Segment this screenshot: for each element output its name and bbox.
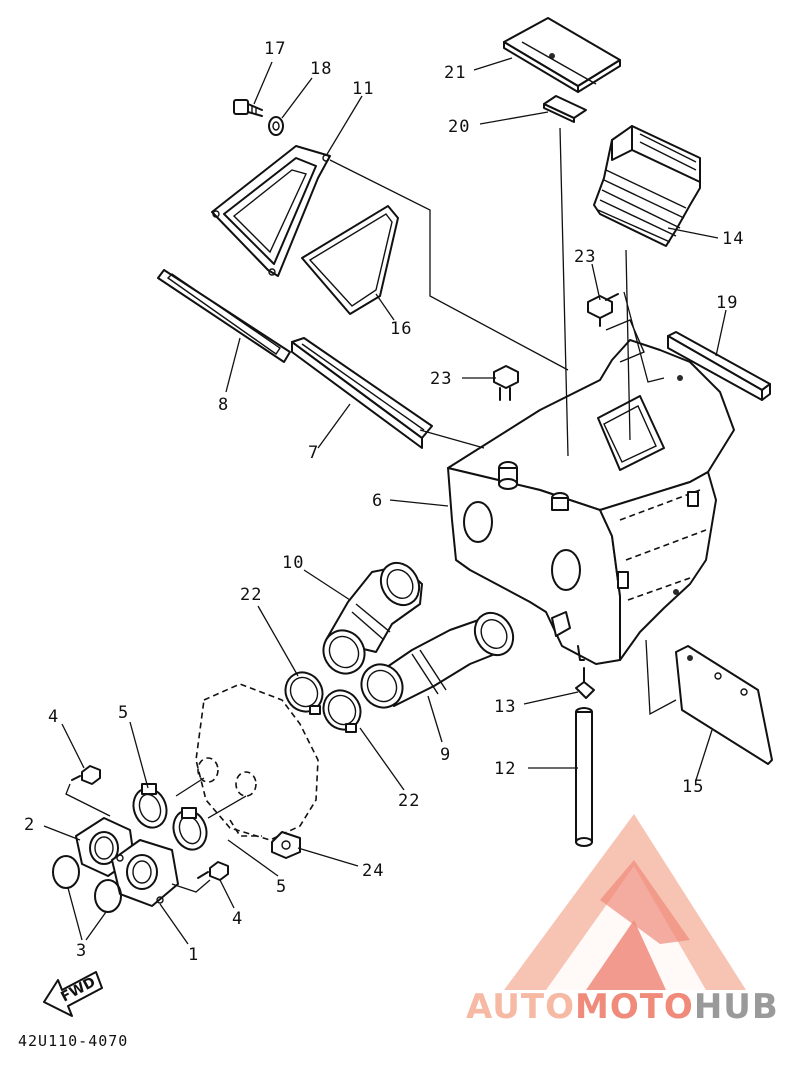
callout-1: 1 [188, 945, 199, 965]
part-20-pad [543, 95, 587, 123]
watermark-text: AUTOMOTOHUB [466, 987, 779, 1027]
part-11-filter-guide [211, 145, 331, 277]
part-17-bolt [233, 99, 263, 117]
watermark-moto: MOTO [575, 987, 694, 1027]
assembly-lines [65, 127, 677, 893]
callout-22-left: 22 [240, 585, 262, 605]
callout-5-lower: 5 [276, 877, 287, 897]
callout-13: 13 [494, 697, 516, 717]
callout-4-lower: 4 [232, 909, 243, 929]
part-5-clamp-lower [172, 807, 208, 851]
callout-21: 21 [444, 63, 466, 83]
callout-labels: 17 18 11 21 20 14 23 19 16 8 23 7 6 10 2… [24, 39, 744, 965]
callout-18: 18 [310, 59, 332, 79]
fwd-arrow: FWD [43, 971, 103, 1017]
watermark-logo: AUTOMOTOHUB [466, 814, 779, 1027]
carburetor-outline [195, 683, 319, 841]
callout-20: 20 [448, 117, 470, 137]
part-4-bolt-lower [197, 861, 229, 881]
callout-2: 2 [24, 815, 35, 835]
part-22-clamp-left [284, 671, 324, 715]
callout-9: 9 [440, 745, 451, 765]
part-10-joint [322, 561, 423, 675]
callout-5-upper: 5 [118, 703, 129, 723]
part-24-clip [271, 831, 301, 859]
callout-15: 15 [682, 777, 704, 797]
part-23-bolt-lower [493, 365, 519, 401]
part-5-clamp-upper [132, 783, 168, 829]
part-6-airbox [447, 319, 735, 665]
part-3-o-rings [52, 855, 122, 913]
part-12-drain-hose [575, 707, 593, 847]
watermark-auto: AUTO [466, 987, 575, 1027]
part-16-seal [301, 205, 399, 315]
callout-6: 6 [372, 491, 383, 511]
part-code: 42U110-4070 [18, 1032, 128, 1050]
callout-19: 19 [716, 293, 738, 313]
callout-24: 24 [362, 861, 384, 881]
part-13-clip [575, 667, 595, 699]
callout-11: 11 [352, 79, 374, 99]
part-14-intake-duct [593, 125, 701, 247]
callout-8: 8 [218, 395, 229, 415]
callout-17: 17 [264, 39, 286, 59]
callout-10: 10 [282, 553, 304, 573]
watermark-hub: HUB [694, 987, 779, 1027]
part-9-joint [360, 611, 515, 709]
callout-12: 12 [494, 759, 516, 779]
callout-3: 3 [76, 941, 87, 961]
part-4-bolt-upper [71, 765, 101, 785]
callout-14: 14 [722, 229, 744, 249]
part-21-cover [503, 17, 621, 93]
callout-22-right: 22 [398, 791, 420, 811]
part-22-clamp-right [322, 689, 362, 733]
part-18-washer [268, 116, 284, 136]
callout-leaders [43, 57, 727, 945]
part-15-side-plate [675, 645, 773, 765]
callout-23-lower: 23 [430, 369, 452, 389]
callout-4-upper: 4 [48, 707, 59, 727]
part-7-filter [291, 337, 433, 449]
callout-23-upper: 23 [574, 247, 596, 267]
triangle-mark [504, 814, 746, 990]
callout-7: 7 [308, 443, 319, 463]
callout-16: 16 [390, 319, 412, 339]
part-23-bolt-upper [587, 293, 619, 327]
part-19-foam [667, 331, 771, 401]
part-8-gasket [157, 269, 291, 363]
